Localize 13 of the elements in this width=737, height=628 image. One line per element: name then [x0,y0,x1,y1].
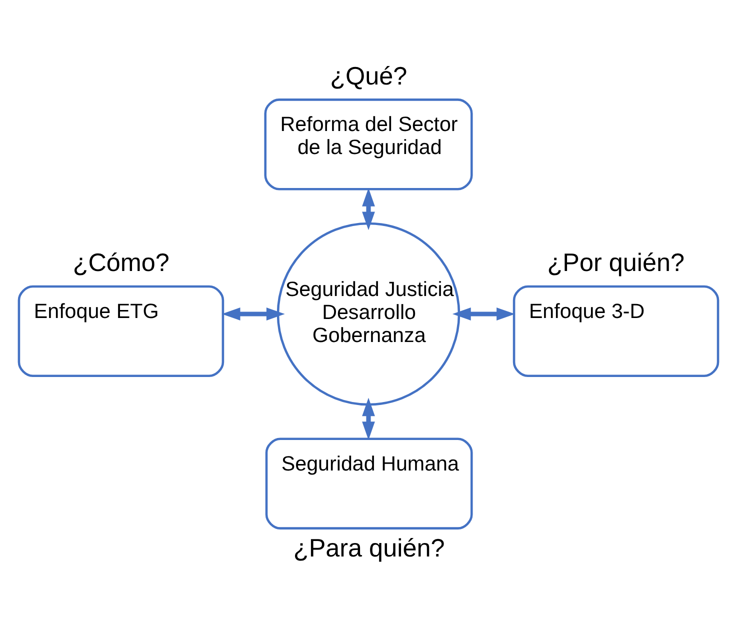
node-label: ¿Qué? [330,62,408,90]
node-box: Reforma del Sector de la Seguridad [264,98,473,190]
node-label: ¿Cómo? [72,249,170,278]
node-label: ¿Para quién? [293,534,445,562]
arrow [222,308,285,320]
node-box: Seguridad Humana [265,438,473,530]
node-box: Enfoque 3-D [512,285,720,378]
node-circle: Seguridad Justicia Desarrollo Gobernanza [276,222,460,406]
arrow [362,398,375,440]
node-label: ¿Por quién? [547,249,685,278]
arrow [362,188,375,230]
node-box: Enfoque ETG [18,285,224,378]
arrow [452,308,515,320]
